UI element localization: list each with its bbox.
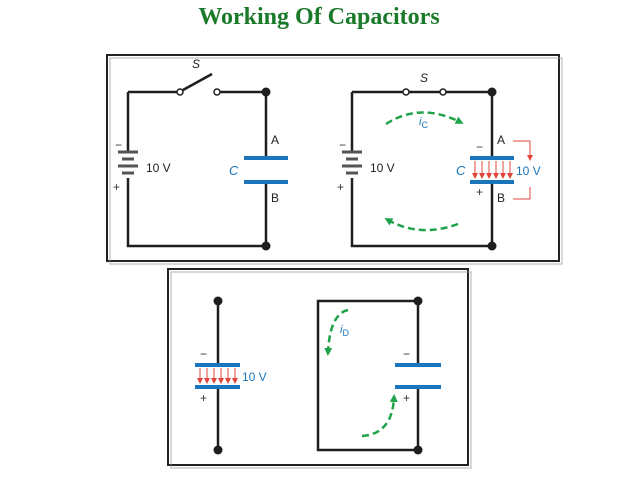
- electric-field-arrows: [472, 161, 513, 179]
- current-label: iC: [419, 116, 428, 130]
- node-b-label: B: [271, 191, 279, 205]
- switch-contact: [402, 88, 410, 96]
- circuit-closed-switch: S − + 10 V iC: [337, 71, 541, 251]
- page-title: Working Of Capacitors: [198, 4, 440, 30]
- capacitor-label: C: [456, 163, 466, 178]
- discharge-arrow-bottom: [361, 394, 398, 438]
- circuit-open-switch: S − + 10 V C A B: [113, 57, 288, 251]
- node-b-label: B: [497, 191, 505, 205]
- panel-charging: S − + 10 V C A B: [106, 54, 563, 265]
- capacitor-label: C: [229, 163, 239, 178]
- panel-discharging: − + 10 V − + iD: [167, 268, 472, 469]
- switch-blade: [182, 72, 213, 92]
- node-dot: [413, 445, 423, 455]
- node-dot: [413, 296, 423, 306]
- node-dot: [487, 87, 497, 97]
- voltage-bracket: [513, 140, 533, 200]
- capacitor-plus: +: [476, 185, 483, 199]
- battery-voltage: 10 V: [146, 161, 171, 175]
- battery-minus: −: [339, 138, 346, 152]
- battery-plus: +: [113, 180, 120, 194]
- capacitor-minus: −: [476, 140, 483, 154]
- node-dot: [261, 87, 271, 97]
- discharge-arrow-top: [324, 308, 349, 356]
- capacitor-plus: +: [200, 391, 207, 405]
- capacitor-voltage: 10 V: [516, 164, 541, 178]
- discharge-circuit: − + iD: [316, 296, 441, 455]
- discharge-current-label: iD: [340, 324, 349, 338]
- electric-field-arrows: [197, 368, 238, 384]
- battery-voltage: 10 V: [370, 161, 395, 175]
- current-arrow-top: [385, 111, 464, 126]
- switch-contact: [176, 88, 184, 96]
- node-dot: [213, 445, 223, 455]
- current-arrow-bottom: [384, 218, 459, 232]
- capacitor-plus: +: [403, 391, 410, 405]
- battery-plus: +: [337, 180, 344, 194]
- isolated-capacitor: − + 10 V: [195, 296, 267, 455]
- battery-symbol: [342, 150, 362, 175]
- capacitor-minus: −: [403, 347, 410, 361]
- node-dot: [487, 241, 497, 251]
- switch-contact: [439, 88, 447, 96]
- capacitor-voltage: 10 V: [242, 370, 267, 384]
- switch-contact: [213, 88, 221, 96]
- battery-symbol: [118, 150, 138, 175]
- switch-label: S: [192, 57, 200, 71]
- node-a-label: A: [497, 133, 505, 147]
- capacitor-minus: −: [200, 347, 207, 361]
- node-dot: [213, 296, 223, 306]
- node-dot: [261, 241, 271, 251]
- node-a-label: A: [271, 133, 279, 147]
- switch-label: S: [420, 71, 428, 85]
- battery-minus: −: [115, 138, 122, 152]
